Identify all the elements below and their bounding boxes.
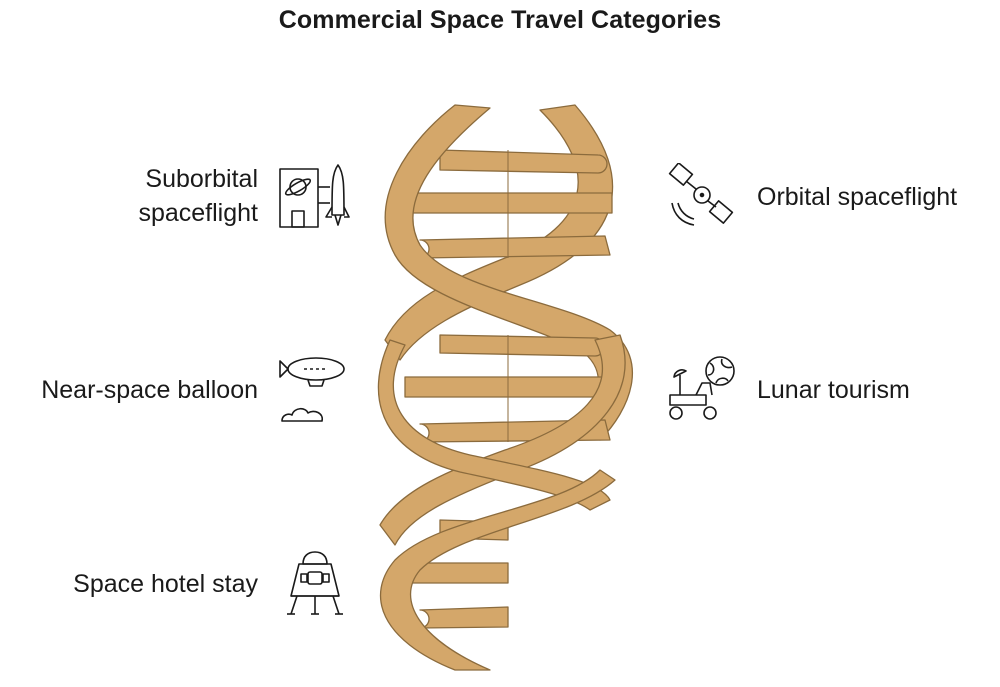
helix-rung-1 (439, 149, 608, 174)
helix-back-strand-1 (384, 104, 614, 361)
lunar-rover-icon (666, 355, 738, 425)
category-label-orbital-spaceflight: Orbital spaceflight (757, 183, 958, 211)
category-label-suborbital-spaceflight: Suborbital spaceflight (138, 165, 258, 227)
category-label-lunar-tourism: Lunar tourism (757, 376, 910, 404)
blimp-cloud-icon (278, 355, 350, 425)
space-capsule-icon (281, 548, 349, 620)
helix-rung-9 (419, 606, 509, 629)
category-label-near-space-balloon: Near-space balloon (41, 376, 258, 404)
helix-rung-4 (439, 334, 605, 357)
helix-bottom-strand (380, 469, 616, 671)
category-label-space-hotel-stay: Space hotel stay (73, 570, 258, 598)
satellite-icon (666, 163, 738, 233)
rocket-launch-tower-icon (278, 163, 350, 233)
diagram-title: Commercial Space Travel Categories (278, 6, 722, 34)
helix-back-strand-2 (379, 334, 626, 546)
helix-rung-3 (419, 235, 611, 259)
